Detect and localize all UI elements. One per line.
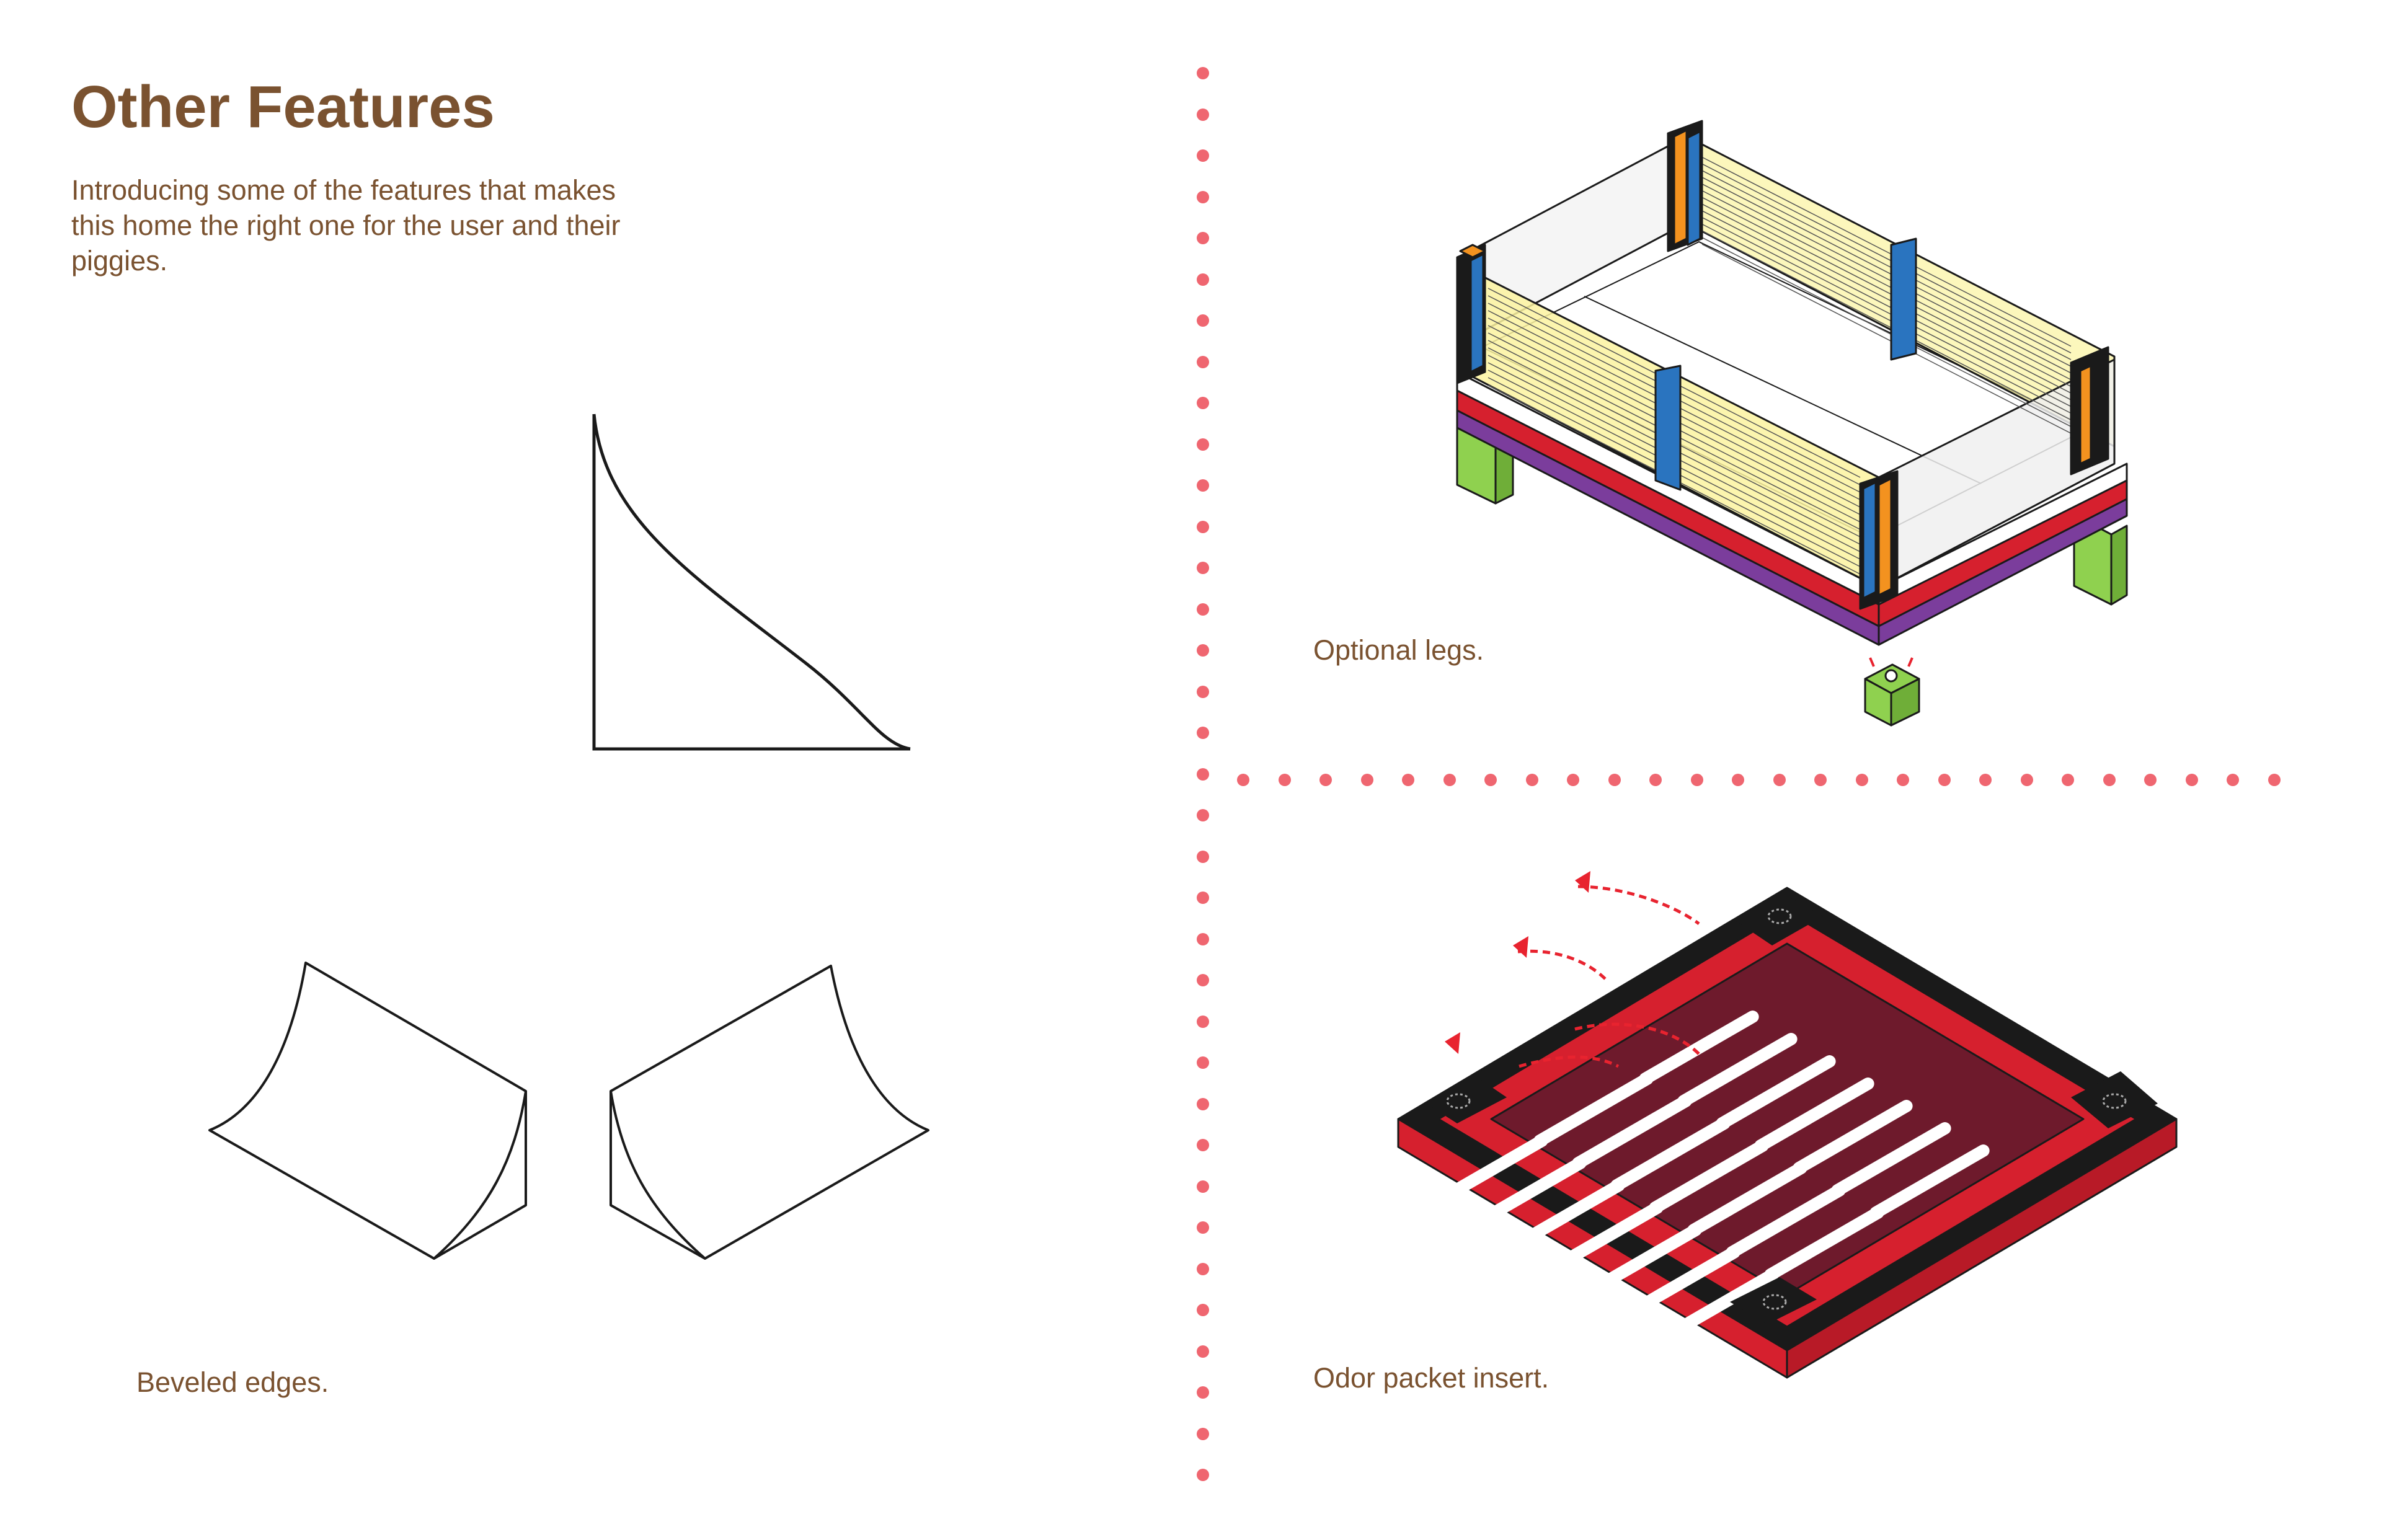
- optional-legs-illustration: [1456, 120, 2128, 727]
- vent-slot: [1582, 1224, 1702, 1298]
- divider-dot: [1197, 1263, 1209, 1275]
- vent-slot: [1726, 1184, 1846, 1259]
- divider-dot: [2268, 774, 2281, 786]
- divider-dot: [1197, 1098, 1209, 1110]
- page-title: Other Features: [71, 74, 495, 140]
- vent-slot: [1543, 1201, 1664, 1276]
- divider-dot: [1197, 67, 1209, 79]
- bevel-piece-left: [208, 962, 527, 1260]
- divider-dot: [1197, 851, 1209, 863]
- divider-dot: [1484, 774, 1497, 786]
- divider-dot: [1197, 232, 1209, 244]
- vent-slot: [1754, 1078, 1874, 1152]
- vent-slot: [1466, 1157, 1587, 1231]
- divider-dot: [1197, 191, 1209, 203]
- divider-dot: [1897, 774, 1909, 786]
- divider-dot: [1938, 774, 1951, 786]
- vent-slot: [1687, 1162, 1807, 1236]
- divider-dot: [1732, 774, 1744, 786]
- divider-dot: [1443, 774, 1456, 786]
- vent-slot: [1649, 1140, 1769, 1214]
- caption-optional-legs: Optional legs.: [1313, 634, 1484, 666]
- divider-dot: [1197, 1139, 1209, 1151]
- divider-dot: [1319, 774, 1332, 786]
- divider-dot: [2103, 774, 2116, 786]
- divider-dot: [1197, 1180, 1209, 1193]
- divider-dot: [1567, 774, 1579, 786]
- divider-dot: [1197, 521, 1209, 533]
- vent-slot: [1505, 1179, 1625, 1254]
- divider-dot: [1197, 562, 1209, 574]
- bevel-profile-drawing: [592, 414, 911, 751]
- vent-slot: [1716, 1055, 1836, 1130]
- divider-dot: [2186, 774, 2198, 786]
- vent-slot: [1869, 1144, 1990, 1219]
- divider-dot: [1197, 314, 1209, 327]
- vent-slot: [1639, 1011, 1759, 1085]
- vent-slot: [1677, 1033, 1798, 1107]
- divider-dot: [1197, 892, 1209, 904]
- divider-dot: [2021, 774, 2033, 786]
- divider-dot: [1197, 273, 1209, 286]
- divider-dot: [1814, 774, 1827, 786]
- divider-dot: [1197, 974, 1209, 986]
- divider-dot: [1773, 774, 1786, 786]
- divider-dot: [1197, 108, 1209, 121]
- vent-slot: [1572, 1095, 1692, 1169]
- divider-dot: [1279, 774, 1291, 786]
- dotted-dividers: [1197, 67, 2281, 1481]
- divider-dot: [1197, 397, 1209, 409]
- bevel-piece-right: [610, 965, 929, 1260]
- intro-text: Introducing some of the features that ma…: [71, 174, 621, 277]
- divider-dot: [1197, 1016, 1209, 1028]
- divider-dot: [1237, 774, 1249, 786]
- divider-dot: [1691, 774, 1703, 786]
- divider-dot: [1197, 479, 1209, 492]
- divider-dot: [1197, 1304, 1209, 1316]
- divider-dot: [1197, 149, 1209, 162]
- divider-dot: [1197, 768, 1209, 781]
- divider-dot: [2144, 774, 2157, 786]
- divider-dot: [1608, 774, 1621, 786]
- divider-dot: [1526, 774, 1538, 786]
- vent-slot: [1793, 1100, 1913, 1174]
- divider-dot: [1197, 603, 1209, 616]
- caption-odor-packet-insert: Odor packet insert.: [1313, 1362, 1550, 1394]
- divider-dot: [1402, 774, 1414, 786]
- divider-dot: [1197, 644, 1209, 657]
- divider-dot: [1197, 438, 1209, 451]
- divider-dot: [1197, 1221, 1209, 1234]
- divider-dot: [1361, 774, 1373, 786]
- odor-tray-illustration: [1397, 871, 2178, 1379]
- vent-slot: [1764, 1206, 1884, 1281]
- vent-slot: [1533, 1073, 1654, 1147]
- divider-dot: [1197, 686, 1209, 698]
- vent-slot: [1428, 1135, 1548, 1209]
- divider-dot: [1197, 727, 1209, 739]
- divider-dot: [1197, 933, 1209, 945]
- vent-slot: [1610, 1117, 1731, 1192]
- vent-slot: [1831, 1122, 1951, 1197]
- divider-dot: [1979, 774, 1992, 786]
- caption-beveled-edges: Beveled edges.: [136, 1366, 329, 1398]
- divider-dot: [1197, 1469, 1209, 1481]
- divider-dot: [1197, 1428, 1209, 1440]
- divider-dot: [1197, 1386, 1209, 1399]
- vent-slot: [1620, 1246, 1740, 1321]
- divider-dot: [2062, 774, 2074, 786]
- divider-dot: [1197, 809, 1209, 821]
- divider-dot: [1197, 1345, 1209, 1358]
- divider-dot: [1197, 356, 1209, 368]
- vent-slot: [1659, 1268, 1779, 1343]
- divider-dot: [2227, 774, 2239, 786]
- divider-dot: [1649, 774, 1662, 786]
- divider-dot: [1197, 1056, 1209, 1069]
- divider-dot: [1856, 774, 1868, 786]
